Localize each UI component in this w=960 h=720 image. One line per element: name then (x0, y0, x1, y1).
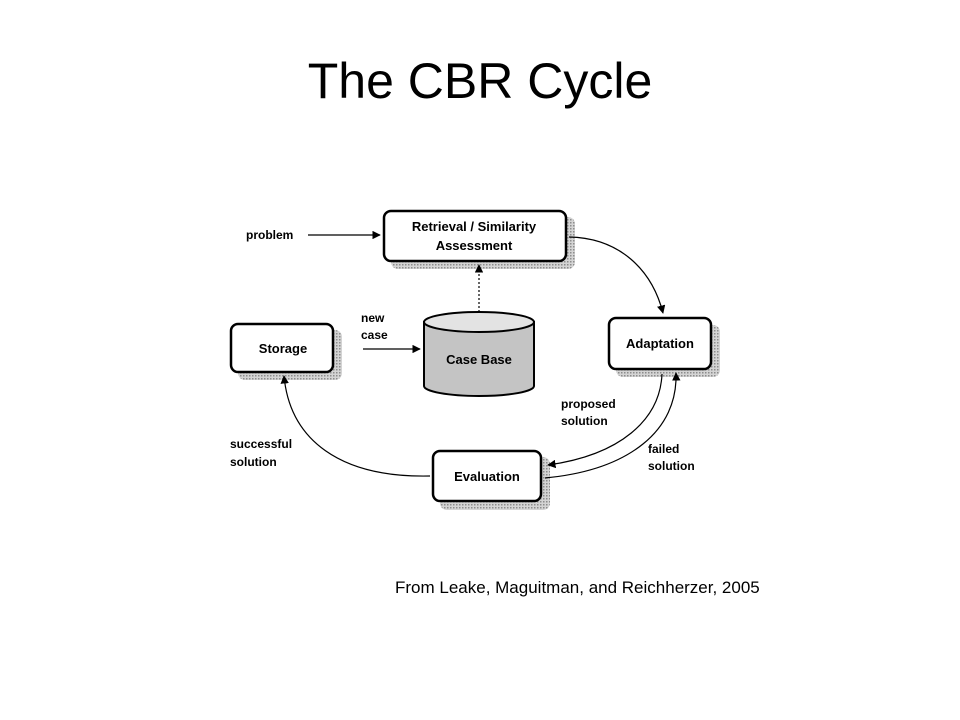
failed-solution-label-line1: failed (648, 442, 679, 456)
retrieval-label-line1: Retrieval / Similarity (412, 219, 537, 234)
new-case-label-line2: case (361, 328, 388, 342)
adaptation-node: Adaptation (607, 316, 713, 371)
storage-label: Storage (259, 341, 307, 356)
problem-label: problem (246, 228, 293, 242)
slide-title: The CBR Cycle (307, 53, 653, 109)
proposed-solution-label-line1: proposed (561, 397, 616, 411)
citation-text: From Leake, Maguitman, and Reichherzer, … (395, 578, 760, 597)
failed-solution-arrow (544, 372, 681, 479)
proposed-solution-arrow (547, 373, 663, 469)
failed-solution-label-line2: solution (648, 459, 695, 473)
retrieval-label-line2: Assessment (436, 238, 513, 253)
successful-solution-label-line1: successful (230, 437, 292, 451)
case-base-label: Case Base (446, 352, 512, 367)
evaluation-node: Evaluation (431, 449, 543, 503)
adaptation-label: Adaptation (626, 336, 694, 351)
evaluation-label: Evaluation (454, 469, 520, 484)
new-case-label-line1: new (361, 311, 385, 325)
successful-solution-label-line2: solution (230, 455, 277, 469)
successful-solution-arrow (280, 375, 431, 477)
case-base-node: Case Base (423, 311, 535, 397)
retrieval-node: Retrieval / Similarity Assessment (382, 209, 568, 263)
storage-node: Storage (229, 322, 335, 374)
proposed-solution-label-line2: solution (561, 414, 608, 428)
retrieval-to-adaptation-arrow (568, 236, 666, 314)
